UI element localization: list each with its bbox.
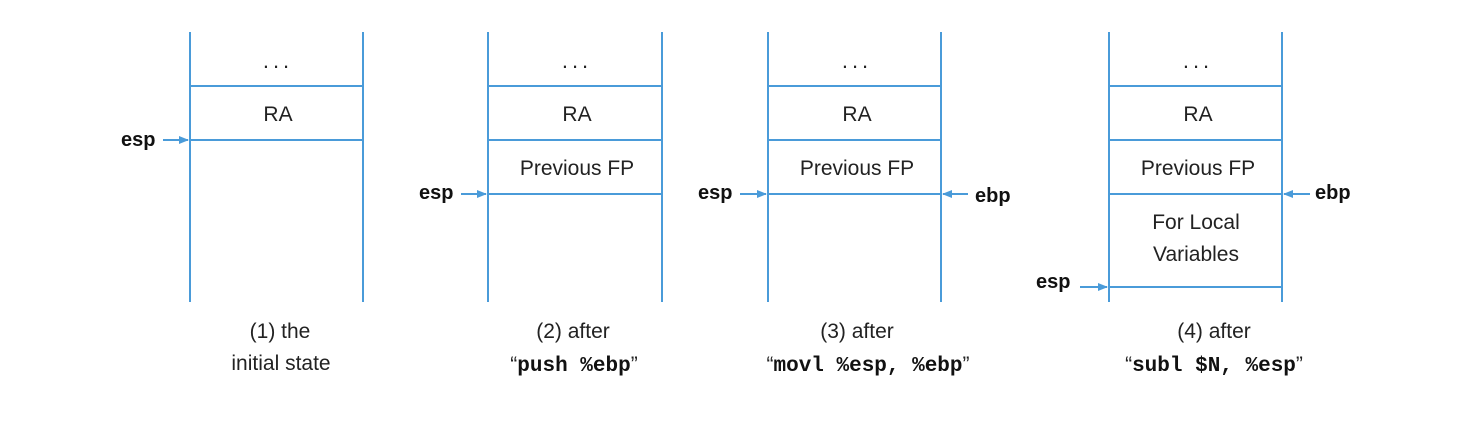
return-address-cell: RA [1183, 103, 1212, 126]
stack-panel-2: ... RA Previous FP esp (2) after “push %… [419, 32, 663, 378]
stack-panel-1: ... RA esp (1) the initial state [121, 32, 364, 375]
caption-line-1: (4) after [1177, 320, 1251, 343]
previous-fp-cell: Previous FP [800, 157, 914, 180]
caption-line-1: (3) after [820, 320, 894, 343]
ellipsis-cell: ... [842, 48, 872, 73]
return-address-cell: RA [263, 103, 292, 126]
caption-code: “movl %esp, %ebp” [766, 353, 969, 378]
ellipsis-cell: ... [1183, 48, 1213, 73]
esp-label: esp [698, 182, 732, 204]
caption-line-2: initial state [231, 352, 330, 375]
ellipsis-cell: ... [263, 48, 293, 73]
ebp-label: ebp [975, 185, 1011, 207]
return-address-cell: RA [562, 103, 591, 126]
ebp-label: ebp [1315, 182, 1351, 204]
esp-label: esp [1036, 271, 1070, 293]
previous-fp-cell: Previous FP [1141, 157, 1255, 180]
ellipsis-cell: ... [562, 48, 592, 73]
caption-line-1: (2) after [536, 320, 610, 343]
esp-label: esp [121, 129, 155, 151]
caption-line-1: (1) the [250, 320, 311, 343]
caption-code: “subl $N, %esp” [1125, 353, 1303, 378]
return-address-cell: RA [842, 103, 871, 126]
esp-label: esp [419, 182, 453, 204]
previous-fp-cell: Previous FP [520, 157, 634, 180]
caption-code: “push %ebp” [510, 353, 637, 378]
stack-panel-3: ... RA Previous FP esp ebp (3) after “mo… [698, 32, 1011, 378]
